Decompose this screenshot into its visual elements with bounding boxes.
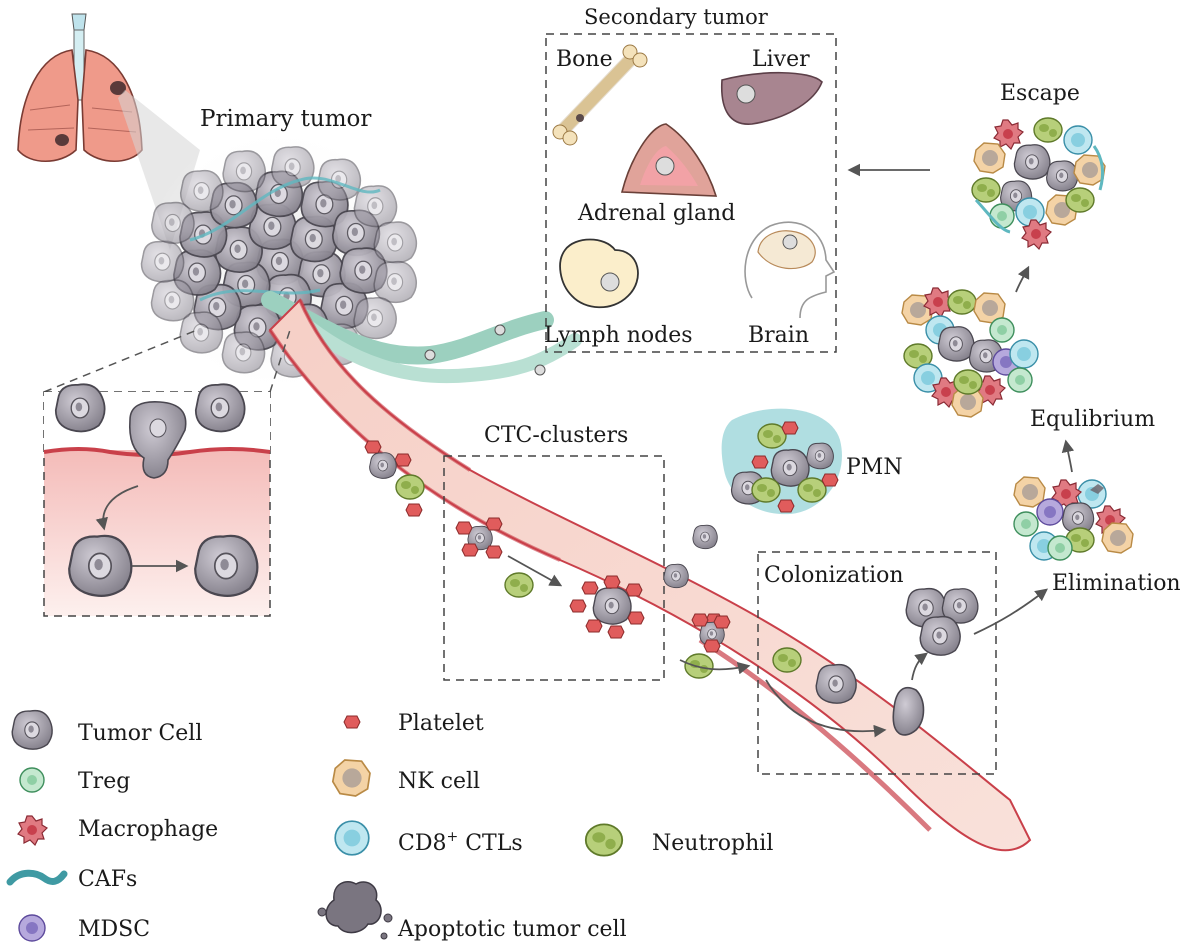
legend-nk-cell-label: NK cell xyxy=(398,769,480,794)
tumor-cell xyxy=(221,331,266,374)
colonization-label: Colonization xyxy=(764,563,904,588)
intravasation-zoom xyxy=(43,329,291,617)
brain-icon xyxy=(744,221,836,319)
elimination-to-equilibrium-arrow xyxy=(1061,439,1075,473)
legend-cd8-ctls: CD8+ CTLs xyxy=(334,820,523,856)
legend-platelet-label: Platelet xyxy=(398,711,484,736)
bone-icon xyxy=(552,44,648,146)
lymph-node-icon xyxy=(559,238,639,309)
equilibrium-label: Equlibrium xyxy=(1030,407,1155,432)
legend-apoptotic-tumor-cell: Apoptotic tumor cell xyxy=(317,880,627,942)
elimination-label: Elimination xyxy=(1052,571,1181,596)
colonization-box xyxy=(757,551,1048,775)
tumor-cell xyxy=(179,169,224,213)
ctc-clusters-box xyxy=(443,455,665,681)
legend-cd8-ctls-label: CD8+ CTLs xyxy=(398,829,523,856)
lymph-nodes-label: Lymph nodes xyxy=(544,323,693,348)
extravasating-cells xyxy=(663,563,751,675)
legend-platelet: Platelet xyxy=(343,711,484,736)
pmn-label: PMN xyxy=(846,455,903,480)
legend-macrophage-label: Macrophage xyxy=(78,817,218,842)
brain-label: Brain xyxy=(748,323,809,348)
legend-nk-cell: NK cell xyxy=(331,759,480,797)
legend-treg: Treg xyxy=(19,767,130,794)
elimination-cluster xyxy=(1013,476,1134,561)
liver-label: Liver xyxy=(752,47,810,72)
legend: Tumor Cell Treg Macrophage CAFs MDSC Pla… xyxy=(6,709,773,942)
legend-tumor-cell: Tumor Cell xyxy=(11,709,202,750)
legend-macrophage: Macrophage xyxy=(17,815,218,846)
equilibrium-cluster xyxy=(901,287,1039,418)
legend-treg-label: Treg xyxy=(78,769,130,794)
legend-neutrophil-label: Neutrophil xyxy=(652,831,773,856)
tumor-cell xyxy=(150,279,195,322)
pmn-cluster xyxy=(721,408,842,515)
lymphatic-vessel xyxy=(261,291,582,384)
secondary-tumor-label: Secondary tumor xyxy=(584,5,769,29)
secondary-tumor-box xyxy=(545,33,837,353)
legend-apoptotic-label: Apoptotic tumor cell xyxy=(397,917,627,942)
adrenal-gland-label: Adrenal gland xyxy=(577,201,735,226)
legend-cafs: CAFs xyxy=(6,867,137,892)
equilibrium-to-escape-arrow xyxy=(1015,265,1030,293)
tumor-cell xyxy=(373,221,418,264)
tumor-cell xyxy=(222,150,267,193)
tumor-cell xyxy=(179,311,224,354)
legend-tumor-cell-label: Tumor Cell xyxy=(78,721,202,746)
primary-tumor-mass xyxy=(140,125,418,395)
legend-neutrophil: Neutrophil xyxy=(584,823,773,857)
bone-label: Bone xyxy=(556,47,613,72)
tumor-cell xyxy=(373,260,418,304)
legend-mdsc-label: MDSC xyxy=(78,917,150,942)
adrenal-gland-icon xyxy=(620,123,718,197)
escape-cluster xyxy=(971,117,1106,250)
liver-icon xyxy=(720,71,823,125)
tumor-cell xyxy=(140,240,185,283)
ctc-clusters-label: CTC-clusters xyxy=(484,423,628,448)
primary-tumor-label: Primary tumor xyxy=(200,106,371,132)
legend-cafs-label: CAFs xyxy=(78,867,137,892)
tumor-cell xyxy=(151,201,195,245)
tumor-cell xyxy=(353,296,397,340)
escape-label: Escape xyxy=(1000,81,1080,106)
legend-mdsc: MDSC xyxy=(18,914,150,942)
